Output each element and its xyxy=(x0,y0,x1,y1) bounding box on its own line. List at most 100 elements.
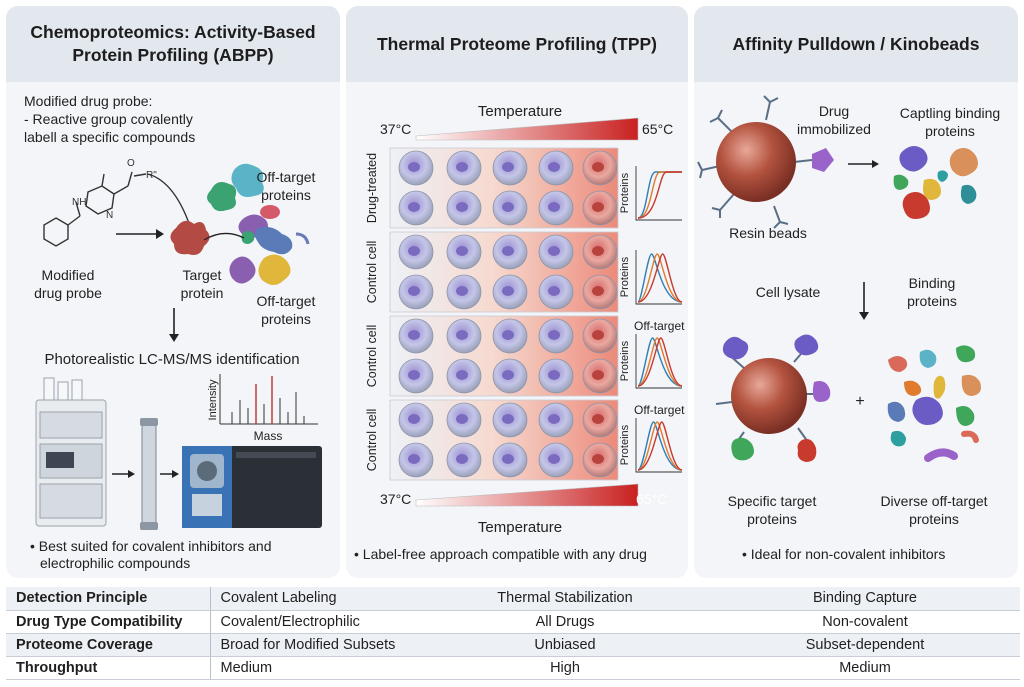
cell-nucleus xyxy=(548,414,560,424)
tpp-row-label: Control cell xyxy=(365,409,379,472)
bead-with-targets-icon xyxy=(715,334,831,462)
abpp-cell: Medium xyxy=(210,656,420,680)
specific-label-1: Specific target xyxy=(728,493,817,509)
binding-label-2: proteins xyxy=(907,293,957,309)
curve-axes xyxy=(635,418,682,473)
tpp-row-label: Control cell xyxy=(365,325,379,388)
intensity-label: Intensity xyxy=(207,379,219,420)
cell-nucleus xyxy=(456,454,468,464)
cell-nucleus xyxy=(548,330,560,340)
mass-spectrum-chart xyxy=(219,374,318,425)
melting-curve xyxy=(637,421,683,471)
abpp-panel: Chemoproteomics: Activity-Based Protein … xyxy=(6,6,340,578)
temp-bottom-label: Temperature xyxy=(478,519,562,536)
melting-curve xyxy=(637,253,683,303)
specific-label-2: proteins xyxy=(747,511,797,527)
drug-label-1: Drug xyxy=(819,103,849,119)
temp-low-top: 37°C xyxy=(380,121,411,137)
tpp-title: Thermal Proteome Profiling (TPP) xyxy=(376,33,658,54)
cell-nucleus xyxy=(592,246,604,256)
tpp-cell: High xyxy=(420,656,700,680)
nh-label: NH xyxy=(72,197,86,208)
cell-nucleus xyxy=(502,162,514,172)
curve-axes xyxy=(635,166,682,221)
cell-nucleus xyxy=(592,286,604,296)
abpp-note-2: electrophilic compounds xyxy=(40,555,191,571)
cell-nucleus xyxy=(408,246,420,256)
cell-nucleus xyxy=(548,246,560,256)
affinity-title: Affinity Pulldown / Kinobeads xyxy=(732,33,980,54)
offtarget-bottom-2: proteins xyxy=(261,311,311,327)
diverse-offtarget-proteins-icon xyxy=(887,345,981,462)
cell-nucleus xyxy=(408,162,420,172)
chemical-structure-icon xyxy=(43,171,193,247)
curve-axis-label: Proteins xyxy=(619,340,631,381)
probe-label-1: Modified xyxy=(42,267,95,283)
mass-label: Mass xyxy=(254,429,283,443)
drug-molecule-icon xyxy=(812,148,834,172)
row-header: Detection Principle xyxy=(6,587,211,611)
affinity-cell: Binding Capture xyxy=(700,587,1020,611)
melting-curve xyxy=(637,421,683,471)
affinity-header: Affinity Pulldown / Kinobeads xyxy=(694,6,1018,82)
cell-nucleus xyxy=(502,414,514,424)
cell-nucleus xyxy=(456,370,468,380)
target-label-2: protein xyxy=(181,285,224,301)
row-header: Proteome Coverage xyxy=(6,633,211,657)
melting-curve xyxy=(637,171,682,219)
cell-nucleus xyxy=(502,370,514,380)
tpp-row-label: Control cell xyxy=(365,241,379,304)
diverse-label-2: proteins xyxy=(909,511,959,527)
melting-curve xyxy=(637,337,683,387)
melting-curve xyxy=(637,253,683,303)
row-header: Throughput xyxy=(6,656,211,680)
plus-sign: + xyxy=(855,393,864,410)
cell-nucleus xyxy=(408,330,420,340)
resin-bead-icon xyxy=(697,95,813,229)
cell-nucleus xyxy=(502,246,514,256)
affinity-note: • Ideal for non-covalent inhibitors xyxy=(742,546,946,562)
melting-curve xyxy=(637,171,682,219)
curve-axes xyxy=(635,250,682,305)
arrow-right-icon xyxy=(116,229,164,239)
cell-nucleus xyxy=(456,162,468,172)
cell-nucleus xyxy=(592,414,604,424)
probe-desc-line2: - Reactive group covalently xyxy=(24,111,193,127)
o-label: O xyxy=(127,158,135,169)
cell-nucleus xyxy=(502,286,514,296)
target-protein-icon xyxy=(170,220,210,255)
temp-high-top: 65°C xyxy=(642,121,673,137)
arrow-down-icon xyxy=(169,308,179,342)
cell-nucleus xyxy=(408,370,420,380)
cell-nucleus xyxy=(592,370,604,380)
tpp-header: Thermal Proteome Profiling (TPP) xyxy=(346,6,688,82)
cell-nucleus xyxy=(456,202,468,212)
capturing-label-1: Captling binding xyxy=(900,105,1000,121)
tpp-note: • Label-free approach compatible with an… xyxy=(354,546,647,562)
offtarget-top-2: proteins xyxy=(261,187,311,203)
probe-desc-line1: Modified drug probe: xyxy=(24,93,153,109)
abpp-cell: Covalent/Electrophilic xyxy=(210,610,420,634)
curve-axes xyxy=(635,334,682,389)
melting-curve xyxy=(637,337,683,387)
arrow-right-icon xyxy=(848,160,879,168)
offtarget-bottom-1: Off-target xyxy=(257,293,316,309)
cell-nucleus xyxy=(408,414,420,424)
temp-high-bottom: 65°C xyxy=(636,491,667,507)
n-label: N xyxy=(106,210,113,221)
capturing-label-2: proteins xyxy=(925,123,975,139)
cell-nucleus xyxy=(502,202,514,212)
arrow-down-icon xyxy=(859,282,869,320)
temp-low-bottom: 37°C xyxy=(380,491,411,507)
cell-nucleus xyxy=(502,330,514,340)
resin-label: Resin beads xyxy=(729,225,807,241)
abpp-cell: Covalent Labeling xyxy=(210,587,420,611)
curve-axis-label: Proteins xyxy=(619,424,631,465)
